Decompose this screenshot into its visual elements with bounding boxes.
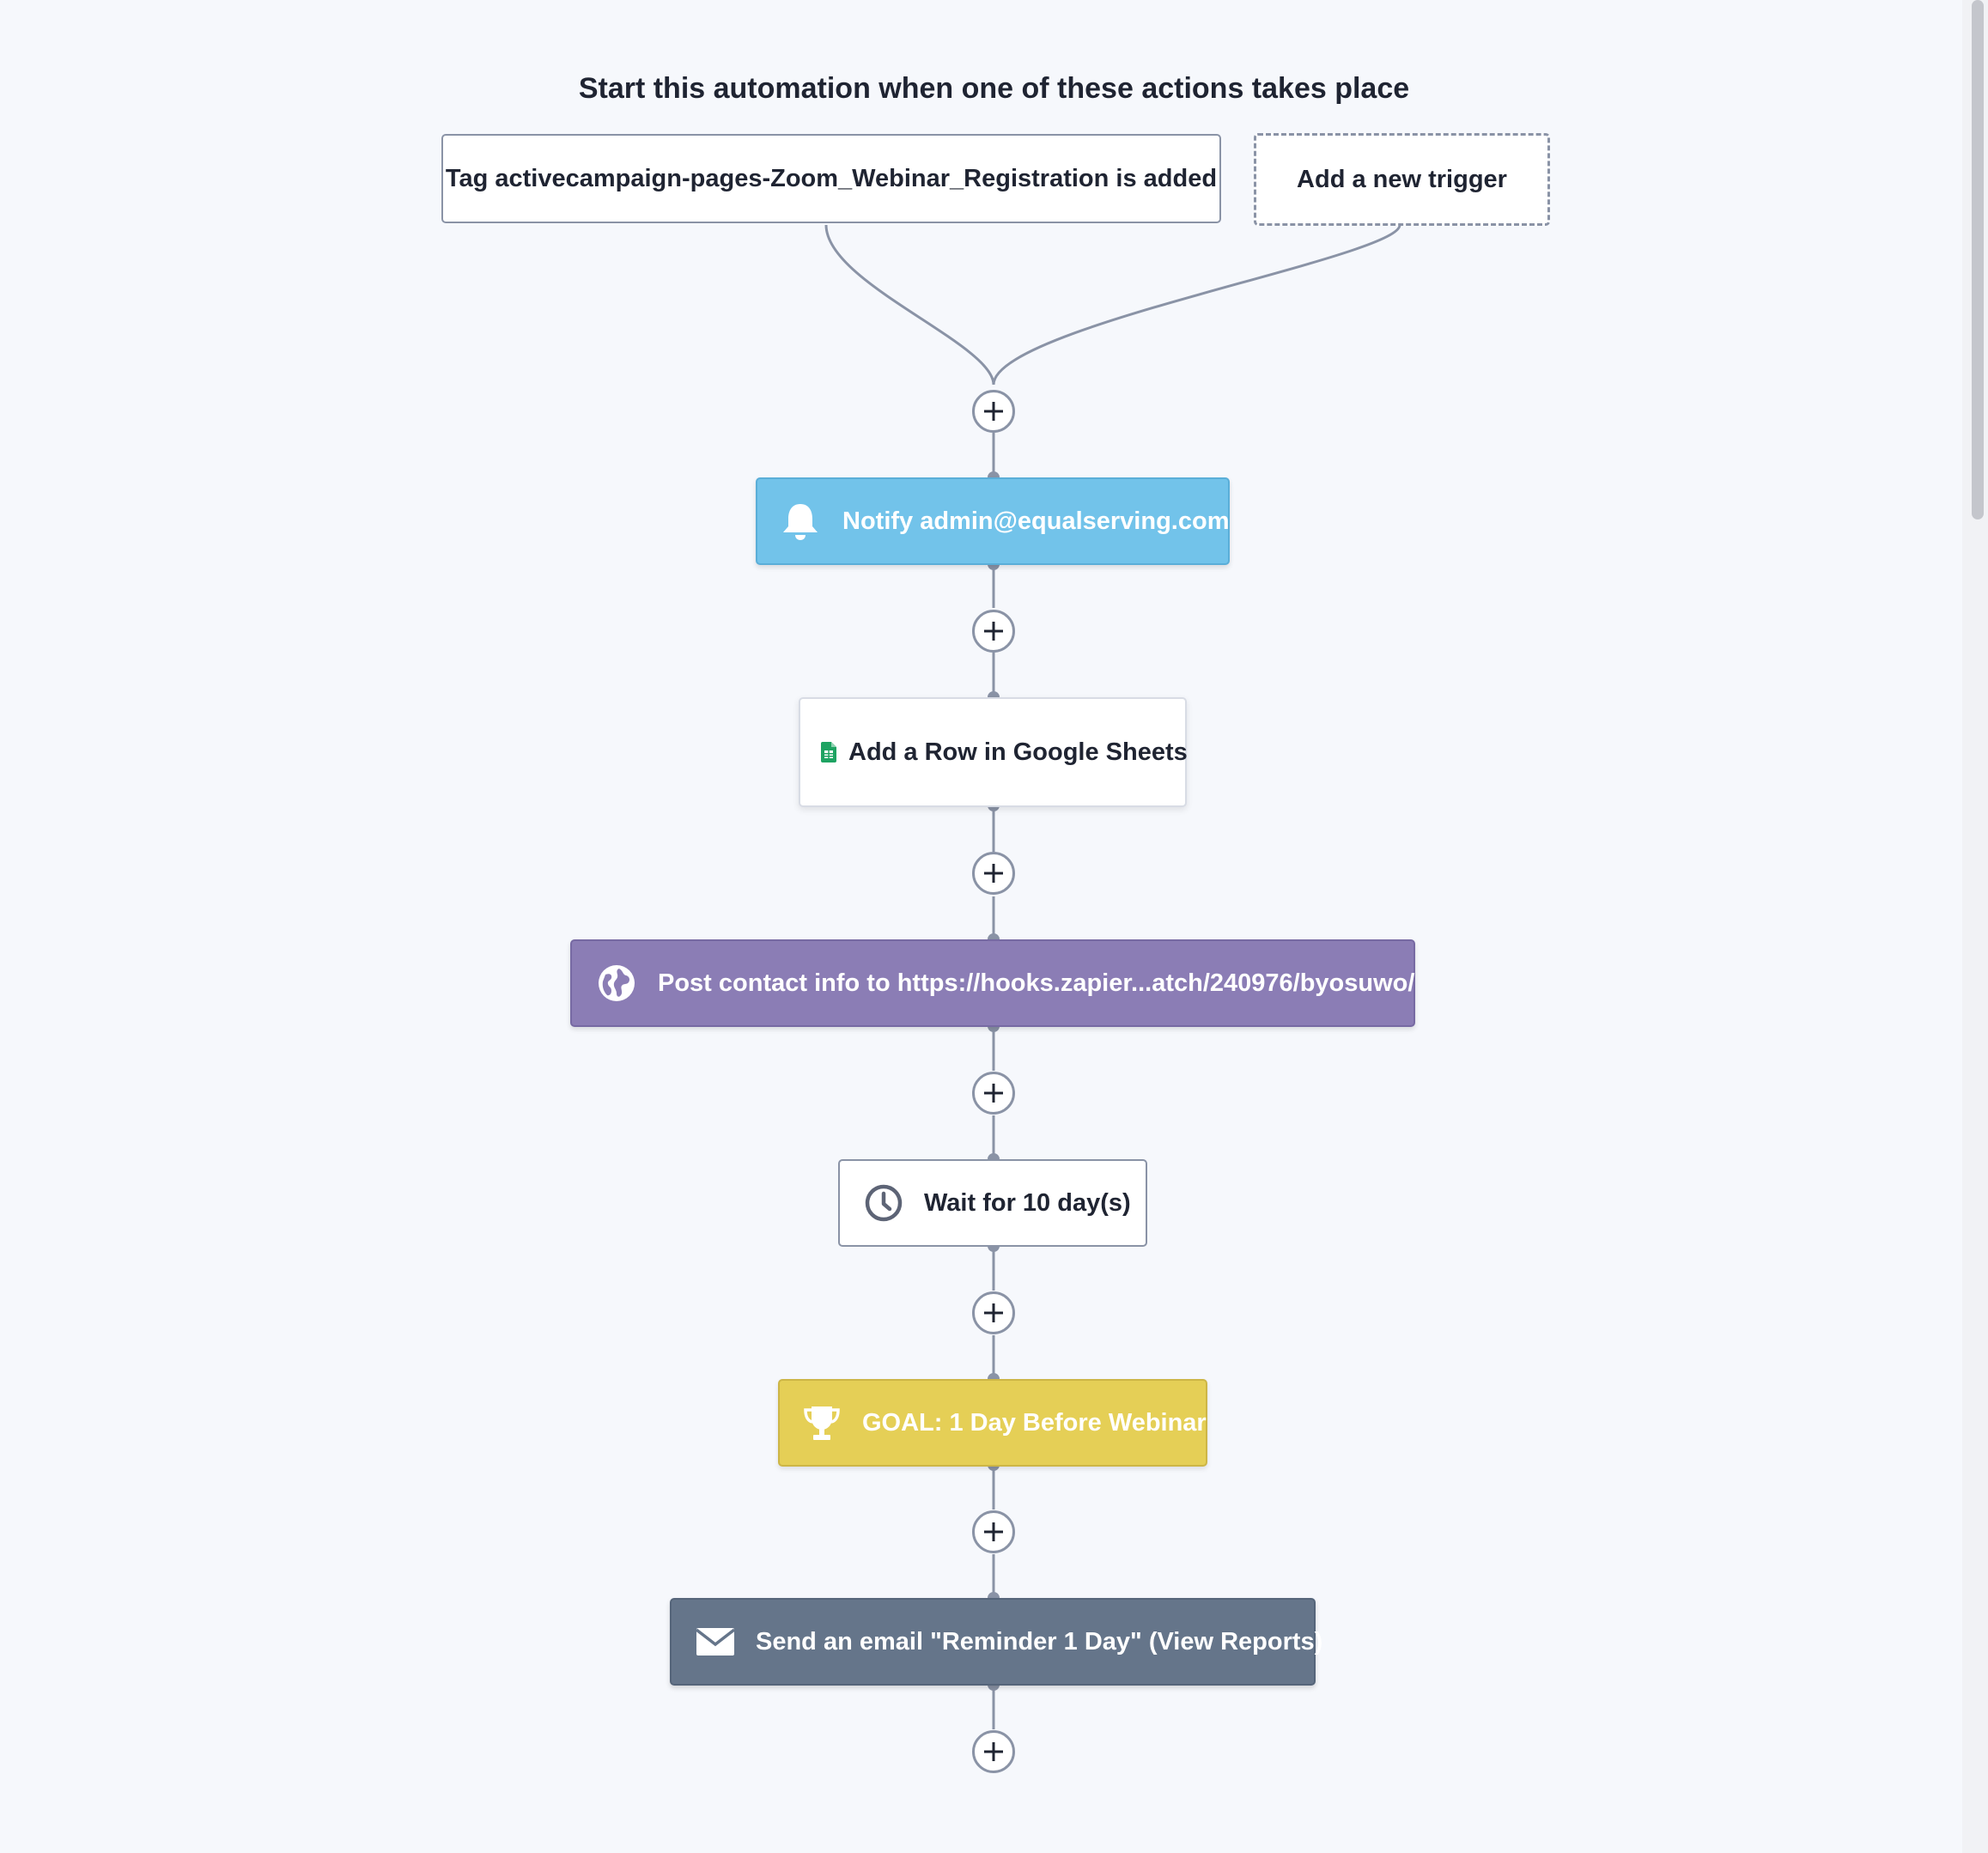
plus-icon [984,1084,1003,1103]
add-step-button[interactable] [972,1072,1015,1115]
action-wait-label: Wait for 10 day(s) [924,1188,1131,1217]
action-wait[interactable]: Wait for 10 day(s) [838,1159,1147,1247]
plus-icon [984,402,1003,421]
action-google-sheets[interactable]: Add a Row in Google Sheets [799,697,1188,807]
action-google-sheets-label: Add a Row in Google Sheets [848,738,1188,766]
add-step-button[interactable] [972,1730,1015,1773]
action-webhook-label: Post contact info to https://hooks.zapie… [658,969,1415,997]
action-goal-label: GOAL: 1 Day Before Webinar [862,1408,1207,1437]
clock-icon [864,1183,903,1223]
plus-icon [984,622,1003,641]
plus-icon [984,1303,1003,1322]
action-webhook[interactable]: Post contact info to https://hooks.zapie… [570,939,1415,1027]
add-new-trigger-label: Add a new trigger [1297,165,1507,193]
action-notify[interactable]: Notify admin@equalserving.com [756,477,1230,565]
trigger-label: Tag activecampaign-pages-Zoom_Webinar_Re… [445,164,1218,192]
page-title: Start this automation when one of these … [578,72,1410,105]
bell-icon [781,501,820,542]
plus-icon [984,1522,1003,1541]
action-send-email[interactable]: Send an email "Reminder 1 Day" (View Rep… [670,1598,1322,1686]
globe-icon [598,963,635,1003]
add-new-trigger-button[interactable]: Add a new trigger [1254,133,1550,226]
add-step-button[interactable] [972,1510,1015,1553]
plus-icon [984,1742,1003,1761]
envelope-icon [696,1625,735,1659]
action-send-email-label: Send an email "Reminder 1 Day" (View Rep… [756,1627,1323,1656]
action-goal[interactable]: GOAL: 1 Day Before Webinar [778,1379,1207,1467]
add-step-button[interactable] [972,1291,1015,1334]
action-notify-label: Notify admin@equalserving.com [842,507,1230,535]
trigger-tag-added[interactable]: Tag activecampaign-pages-Zoom_Webinar_Re… [441,134,1221,223]
add-step-button[interactable] [972,852,1015,895]
scrollbar-thumb[interactable] [1972,0,1984,519]
trophy-icon [802,1403,842,1443]
scrollbar[interactable] [1962,0,1988,1853]
add-step-button[interactable] [972,390,1015,433]
add-step-button[interactable] [972,610,1015,653]
google-sheets-icon [821,741,836,763]
plus-icon [984,864,1003,883]
